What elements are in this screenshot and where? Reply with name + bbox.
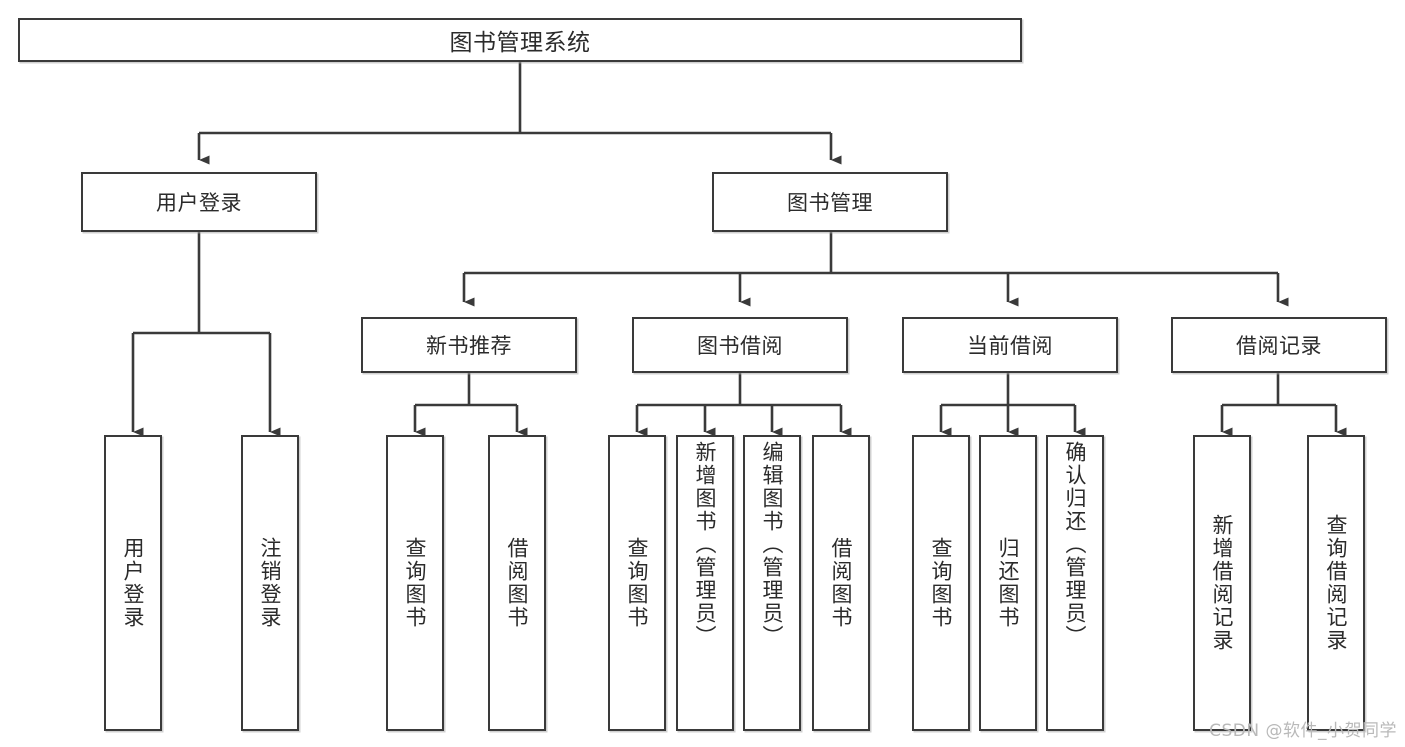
node-book-management[interactable]: 图书管理 bbox=[712, 172, 948, 232]
node-leaf-edit-book-label: 编辑图书（管理员） bbox=[760, 441, 785, 648]
node-new-book-recommend[interactable]: 新书推荐 bbox=[361, 317, 577, 373]
node-current-borrow[interactable]: 当前借阅 bbox=[902, 317, 1118, 373]
node-leaf-borrow-book-label: 借阅图书 bbox=[829, 537, 854, 629]
node-book-management-label: 图书管理 bbox=[787, 191, 873, 215]
node-leaf-user-login-label: 用户登录 bbox=[121, 537, 146, 629]
node-root-book-management-system[interactable]: 图书管理系统 bbox=[18, 18, 1022, 62]
node-leaf-query-book-recommend[interactable]: 查询图书 bbox=[386, 435, 444, 731]
node-leaf-query-borrow-record-label: 查询借阅记录 bbox=[1324, 514, 1349, 652]
node-leaf-add-borrow-record-label: 新增借阅记录 bbox=[1210, 514, 1235, 652]
node-leaf-query-book-borrow-label: 查询图书 bbox=[625, 537, 650, 629]
node-leaf-query-borrow-record[interactable]: 查询借阅记录 bbox=[1307, 435, 1365, 731]
node-book-borrow[interactable]: 图书借阅 bbox=[632, 317, 848, 373]
node-current-borrow-label: 当前借阅 bbox=[967, 334, 1053, 358]
node-leaf-return-book[interactable]: 归还图书 bbox=[979, 435, 1037, 731]
node-book-borrow-label: 图书借阅 bbox=[697, 334, 783, 358]
node-new-book-recommend-label: 新书推荐 bbox=[426, 334, 512, 358]
node-leaf-confirm-return[interactable]: 确认归还（管理员） bbox=[1046, 435, 1104, 731]
node-leaf-borrow-book-recommend[interactable]: 借阅图书 bbox=[488, 435, 546, 731]
node-leaf-user-logout-label: 注销登录 bbox=[258, 537, 283, 629]
node-root-label: 图书管理系统 bbox=[449, 30, 591, 56]
node-leaf-add-borrow-record[interactable]: 新增借阅记录 bbox=[1193, 435, 1251, 731]
node-leaf-add-book[interactable]: 新增图书（管理员） bbox=[676, 435, 734, 731]
node-leaf-borrow-book-recommend-label: 借阅图书 bbox=[505, 537, 530, 629]
node-leaf-return-book-label: 归还图书 bbox=[996, 537, 1021, 629]
node-leaf-confirm-return-label: 确认归还（管理员） bbox=[1063, 441, 1088, 648]
node-leaf-query-book-current-label: 查询图书 bbox=[929, 537, 954, 629]
node-leaf-query-book-current[interactable]: 查询图书 bbox=[912, 435, 970, 731]
csdn-watermark: CSDN @软件_小贺同学 bbox=[1209, 721, 1397, 741]
node-leaf-query-book-recommend-label: 查询图书 bbox=[403, 537, 428, 629]
node-leaf-edit-book[interactable]: 编辑图书（管理员） bbox=[743, 435, 801, 731]
node-leaf-query-book-borrow[interactable]: 查询图书 bbox=[608, 435, 666, 731]
node-leaf-user-login[interactable]: 用户登录 bbox=[104, 435, 162, 731]
node-user-login-label: 用户登录 bbox=[156, 191, 242, 215]
node-borrow-record[interactable]: 借阅记录 bbox=[1171, 317, 1387, 373]
node-borrow-record-label: 借阅记录 bbox=[1236, 334, 1322, 358]
node-user-login[interactable]: 用户登录 bbox=[81, 172, 317, 232]
node-leaf-borrow-book[interactable]: 借阅图书 bbox=[812, 435, 870, 731]
node-leaf-user-logout[interactable]: 注销登录 bbox=[241, 435, 299, 731]
node-leaf-add-book-label: 新增图书（管理员） bbox=[693, 441, 718, 648]
